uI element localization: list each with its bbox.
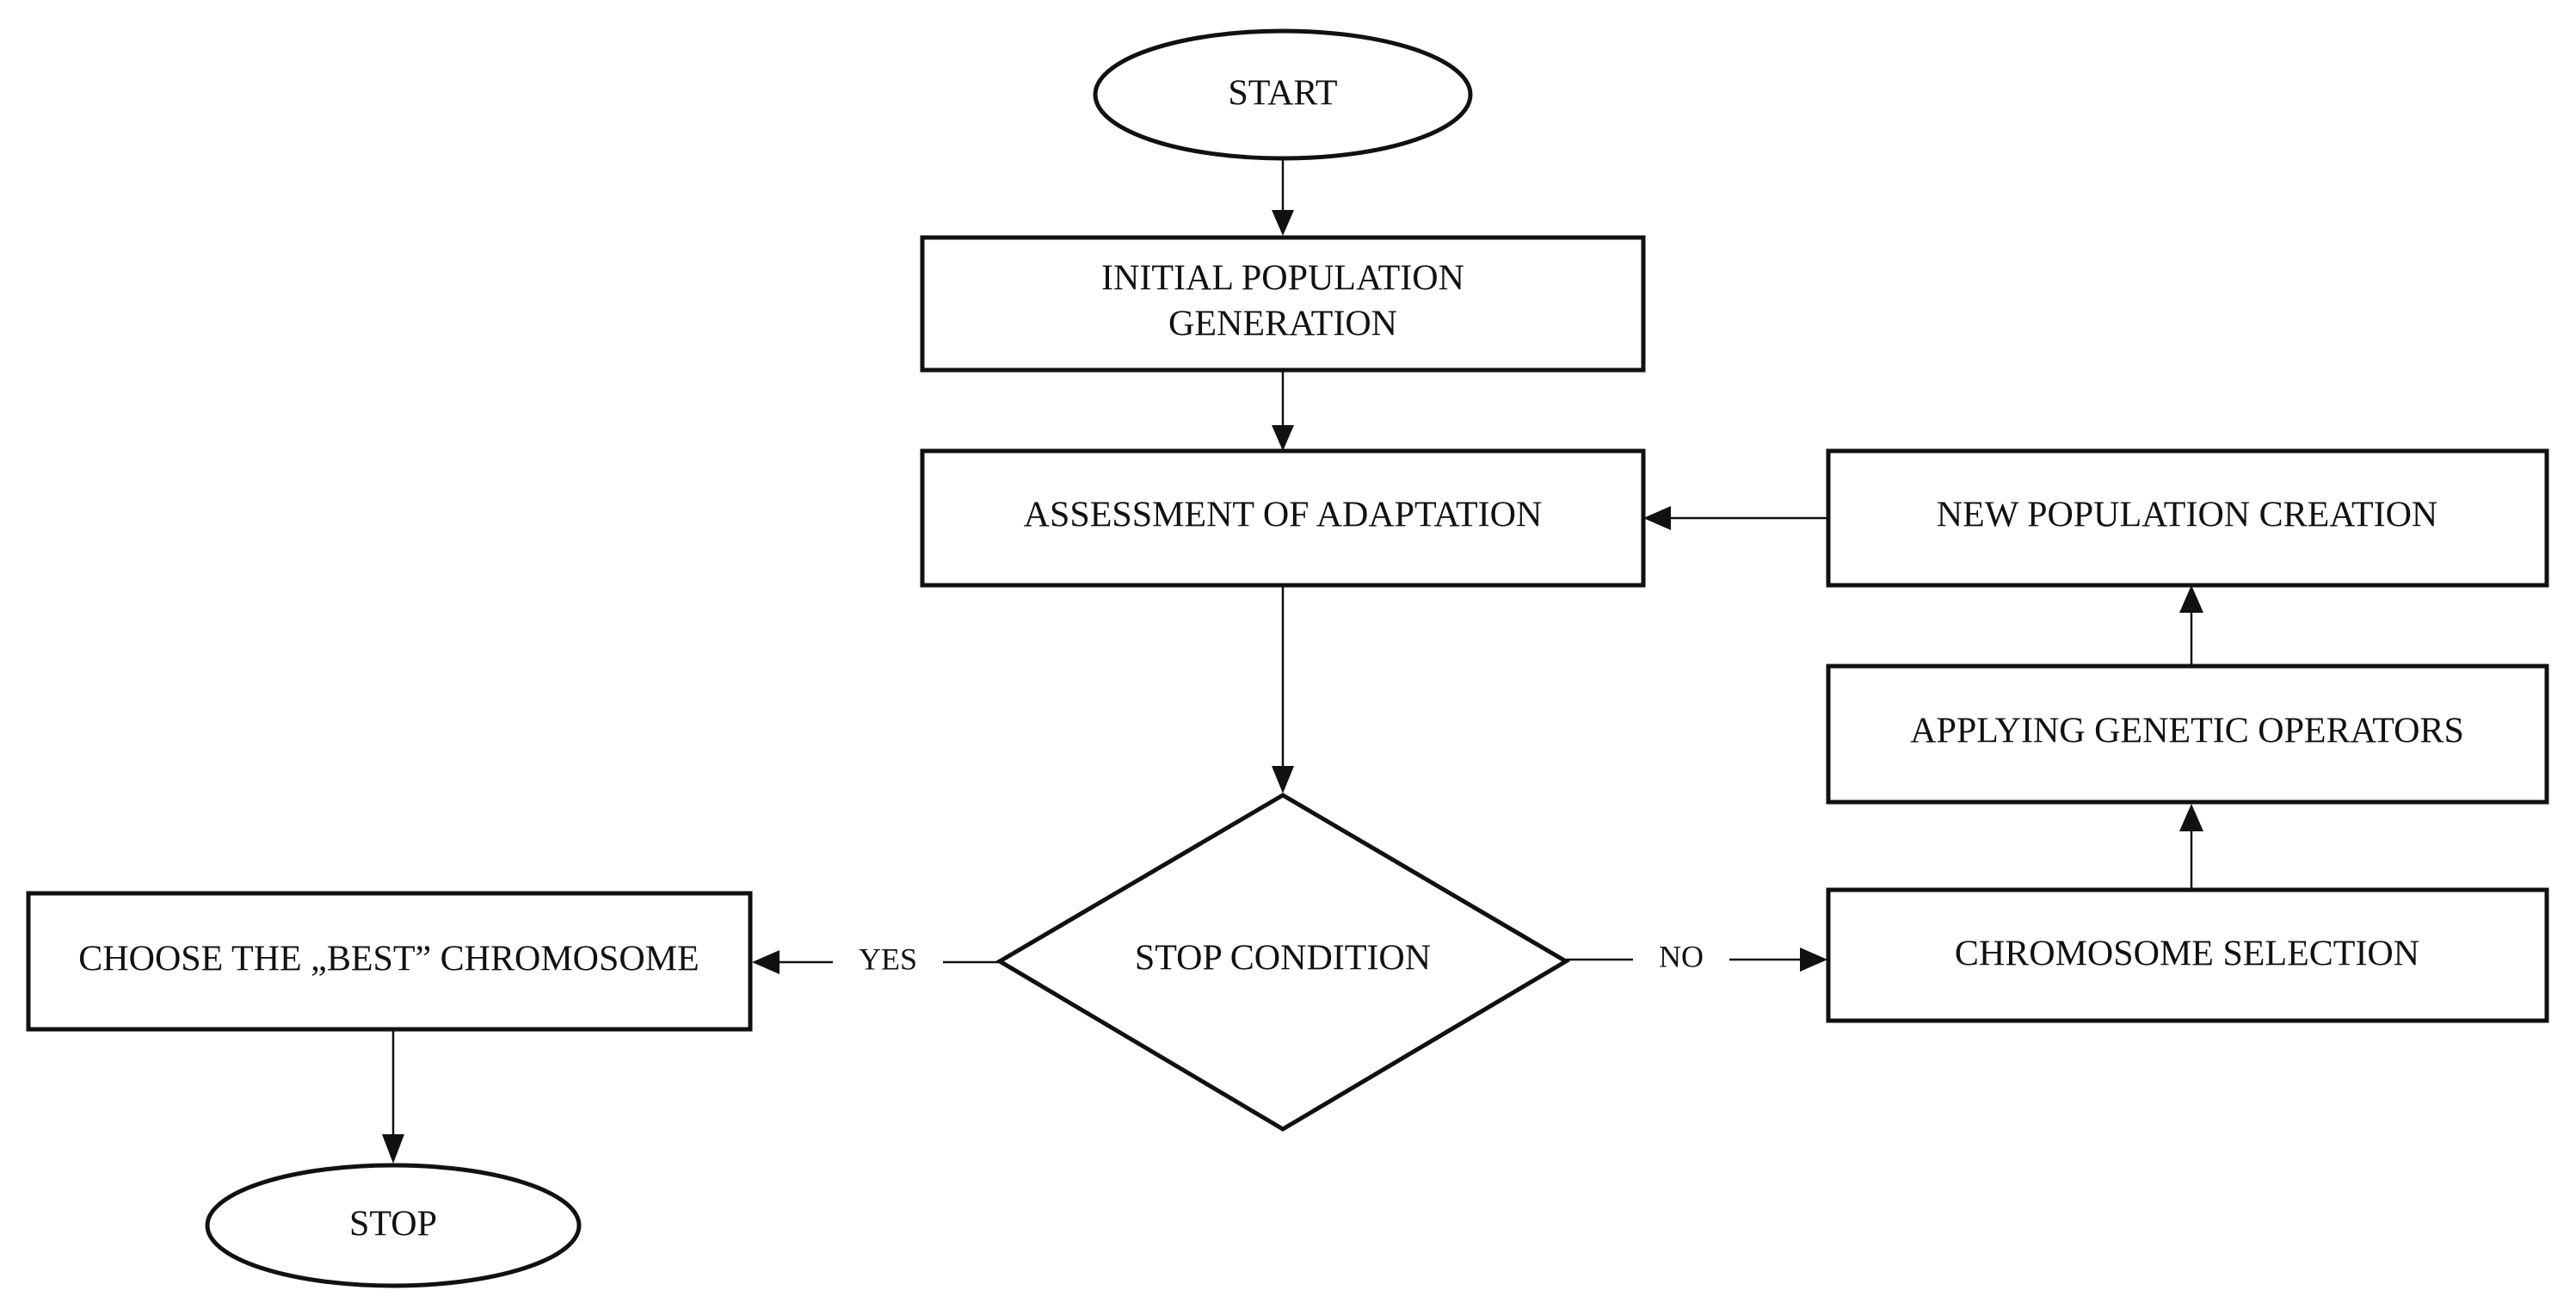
node-genetic-operators: APPLYING GENETIC OPERATORS [1826,664,2549,805]
node-initial-population-label-line2: GENERATION [1168,305,1397,344]
edge-choose-best-to-stop [382,1031,404,1164]
node-stop-condition-label: STOP CONDITION [1135,939,1431,979]
edge-genetic-operators-to-new-population [2179,585,2203,664]
node-choose-best-label: CHOOSE THE „BEST” CHROMOSOME [78,940,699,979]
edge-initial-population-to-assessment [1272,370,1294,451]
node-assessment-label: ASSESSMENT OF ADAPTATION [1024,496,1543,535]
node-chromosome-selection: CHROMOSOME SELECTION [1826,887,2549,1023]
node-initial-population: INITIAL POPULATION GENERATION [920,235,1646,373]
node-stop: STOP [205,1163,582,1288]
edge-assessment-to-stop-condition [1272,585,1294,793]
edge-start-to-initial-population [1272,158,1294,236]
node-chromosome-selection-label: CHROMOSOME SELECTION [1955,935,2419,974]
node-initial-population-label-line1: INITIAL POPULATION [1101,259,1464,299]
node-start: START [1093,28,1473,161]
node-new-population-label: NEW POPULATION CREATION [1937,496,2438,535]
node-stop-condition: STOP CONDITION [995,793,1570,1132]
node-assessment: ASSESSMENT OF ADAPTATION [920,448,1646,588]
edge-chromosome-selection-to-genetic-operators [2179,804,2203,888]
node-genetic-operators-label: APPLYING GENETIC OPERATORS [1910,712,2464,751]
edge-stop-condition-yes: YES [752,941,1000,982]
edge-label-no: NO [1659,939,1704,973]
node-start-label: START [1228,74,1337,114]
node-choose-best: CHOOSE THE „BEST” CHROMOSOME [26,891,753,1032]
edge-new-population-to-assessment [1643,506,1827,530]
node-stop-label: STOP [349,1205,437,1244]
edge-stop-condition-no: NO [1566,939,1827,979]
edge-label-yes: YES [859,941,917,976]
node-new-population: NEW POPULATION CREATION [1826,448,2549,588]
